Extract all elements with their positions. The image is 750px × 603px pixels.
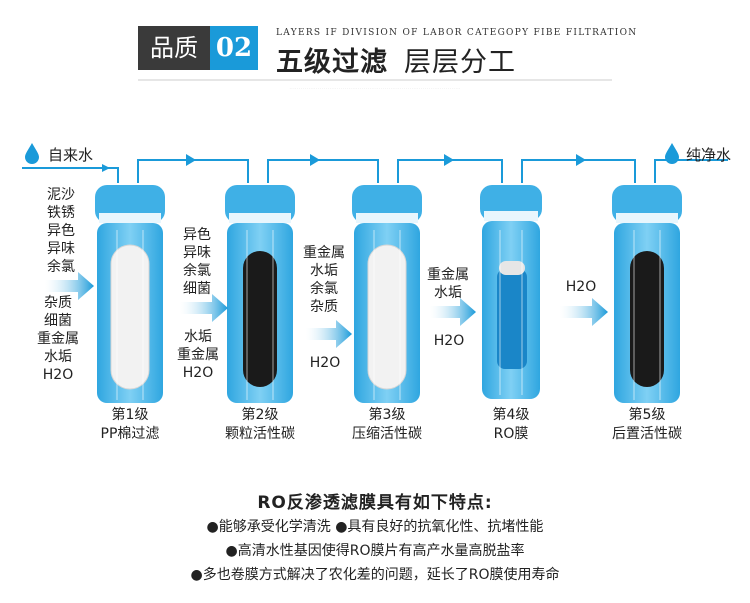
quality-badge: 品质 [138,26,210,70]
stage-5-label: 第5级后置活性碳 [612,407,682,442]
stage-3-bottom-text: H2O [309,355,341,371]
stage-4-top-text: 重金属水垢 [427,267,469,301]
section-number: 02 [210,26,258,70]
cartridge-4 [480,185,542,399]
feature-item: ●能够承受化学清洗 ●具有良好的抗氧化性、抗堵性能 [206,519,544,535]
fine-print-decor: · · · · · · · · · · · · · · · · · · · · … [289,86,461,90]
cartridge-1 [95,185,165,403]
cartridge-2 [225,185,295,403]
cartridge-3 [352,185,422,403]
pure-water-label: 纯净水 [686,146,732,164]
stage-5-top-text: H2O [565,279,597,295]
stage-1-top-text: 泥沙铁锈异色异味余氯 [47,187,75,275]
english-subtitle: LAYERS IF DIVISION OF LABOR CATEGOPY FIB… [276,28,638,38]
stage-2-top-text: 异色异味余氯细菌 [183,227,211,297]
flow-arrows [102,154,586,172]
feature-item: ●高清水性基因使得RO膜片有高产水量高脱盐率 [225,543,525,559]
features-title: RO反渗透滤膜具有如下特点: [257,493,493,513]
stage-4-bottom-text: H2O [433,333,465,349]
stage-3-label: 第3级压缩活性碳 [352,407,422,442]
water-drop-icon [25,143,39,164]
stage-2-label: 第2级颗粒活性碳 [225,407,295,442]
feature-item: ●多也卷膜方式解决了农化差的问题，延长了RO膜使用寿命 [190,567,560,583]
main-title: 五级过滤 [276,47,388,78]
stage-arrows [45,272,608,348]
tap-water-label: 自来水 [48,146,94,164]
main-title-secondary: 层层分工 [404,47,516,78]
cartridge-5 [612,185,682,403]
stage-3-top-text: 重金属水垢余氯杂质 [303,245,345,315]
water-pipe [22,159,728,183]
